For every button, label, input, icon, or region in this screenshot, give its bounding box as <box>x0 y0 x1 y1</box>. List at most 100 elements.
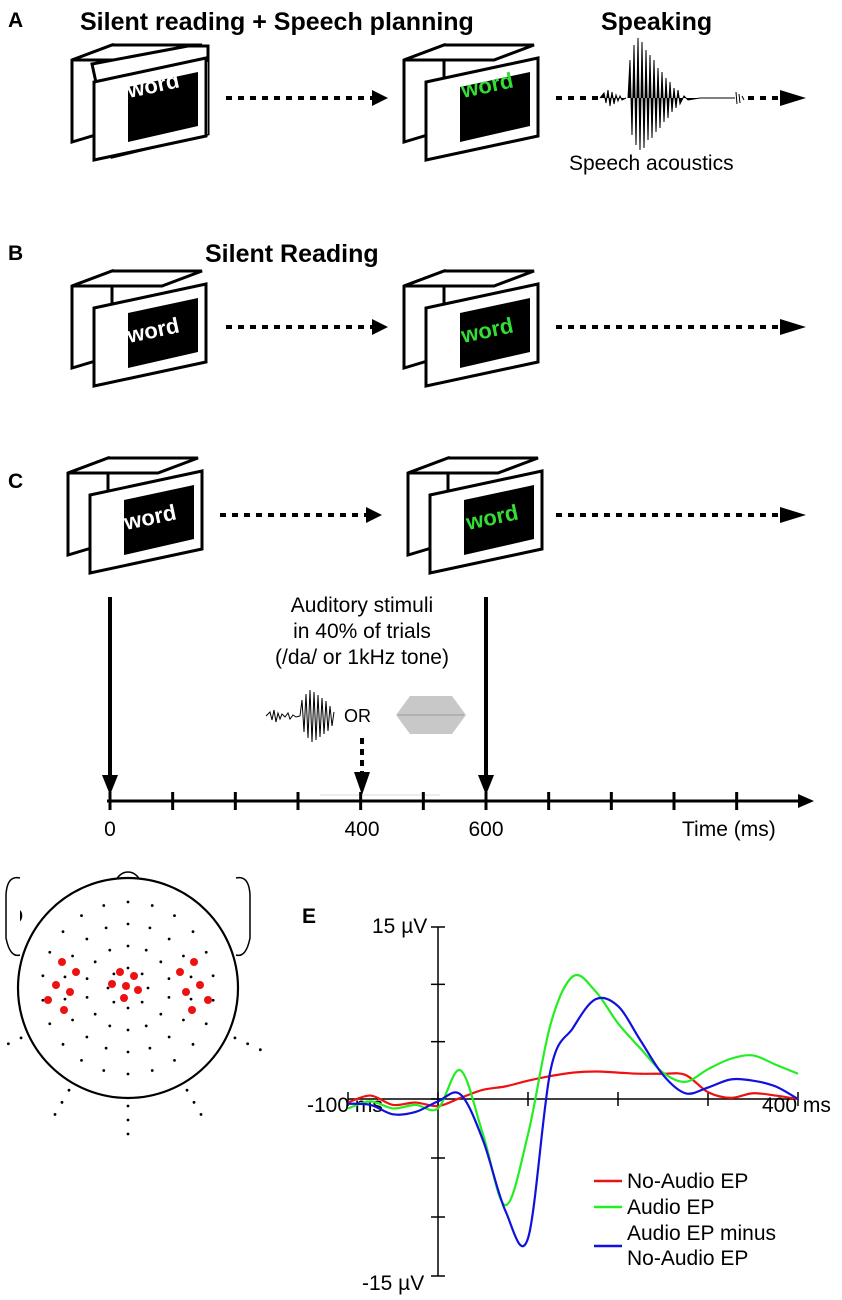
arrow-head <box>372 319 388 335</box>
electrode-dot <box>63 997 67 1001</box>
panel-a-heading-left: Silent reading + Speech planning <box>80 8 474 36</box>
highlighted-electrode <box>66 988 74 996</box>
electrode-dot <box>144 1024 148 1028</box>
electrode-dot <box>167 1035 171 1039</box>
electrode-dot <box>182 1018 185 1022</box>
panel-e-letter: E <box>302 905 316 928</box>
electrode-dot <box>48 1022 52 1026</box>
electrode-dot <box>140 1000 144 1004</box>
electrode-dot <box>126 944 130 948</box>
highlighted-electrode <box>204 996 212 1004</box>
electrode-dot <box>199 1113 203 1116</box>
electrode-dot <box>189 997 193 1001</box>
highlighted-electrode <box>116 968 124 976</box>
arrow-head <box>372 90 388 106</box>
monitor-icon <box>66 455 204 575</box>
panel-a: A Silent reading + Speech planning Speak… <box>8 8 806 175</box>
electrode-dot <box>189 975 193 979</box>
tick-label-0: 0 <box>104 818 116 841</box>
highlighted-electrode <box>58 958 66 966</box>
electrode-dot <box>93 1012 97 1016</box>
electrode-dot <box>106 986 110 990</box>
electrode-dot <box>80 914 83 918</box>
y-axis-bottom-label: -15 µV <box>362 1272 424 1295</box>
arrow-head <box>102 775 118 795</box>
electrode-dot <box>85 937 89 941</box>
electrode-dot <box>126 1006 130 1010</box>
electrode-dot <box>185 1088 189 1092</box>
tick-label-400: 400 <box>344 818 379 841</box>
monitor-icon <box>70 42 210 162</box>
electrode-dot <box>126 966 130 970</box>
electrode-dot <box>258 1048 262 1052</box>
highlighted-electrode <box>188 1006 196 1014</box>
axis-arrow-head <box>798 794 814 808</box>
legend-label-difference-2: No-Audio EP <box>627 1247 748 1270</box>
electrode-dot <box>126 900 130 904</box>
or-label: OR <box>344 706 371 726</box>
electrode-dot <box>204 1022 208 1026</box>
panel-a-letter: A <box>8 9 23 32</box>
highlighted-electrode <box>60 1006 68 1014</box>
da-waveform-icon <box>265 689 335 743</box>
legend-label-no-audio: No-Audio EP <box>627 1170 748 1193</box>
monitor-icon <box>406 455 544 575</box>
electrode-grid <box>6 900 262 1136</box>
electrode-dot <box>150 1069 154 1072</box>
highlighted-electrode <box>130 972 138 980</box>
electrode-dot <box>108 1024 112 1028</box>
electrode-dot <box>192 1100 196 1104</box>
time-ticks <box>108 792 739 810</box>
left-ear-icon <box>5 876 21 957</box>
electrode-dot <box>71 954 74 958</box>
electrode-dot <box>104 926 108 930</box>
electrode-dot <box>85 1035 89 1039</box>
electrode-dot <box>60 1100 64 1104</box>
highlighted-electrode <box>134 986 142 994</box>
arrow-head <box>478 775 494 795</box>
monitor-icon <box>402 42 540 162</box>
electrode-dot <box>204 950 208 954</box>
electrode-dot <box>211 998 215 1002</box>
electrode-dot <box>102 904 106 907</box>
highlighted-electrode <box>72 968 80 976</box>
highlighted-electrode <box>196 981 204 989</box>
highlighted-electrode <box>190 958 198 966</box>
electrode-dot <box>61 930 65 934</box>
panel-d: D <box>5 871 262 1136</box>
stimuli-text-line-1: Auditory stimuli <box>291 594 433 617</box>
tick-label-600: 600 <box>468 818 503 841</box>
electrode-dot <box>211 974 215 978</box>
legend-label-audio: Audio EP <box>627 1196 715 1219</box>
electrode-dot <box>126 1072 130 1076</box>
panel-e: E 15 µV -15 µV -100 ms 400 ms No-Audio E… <box>302 905 831 1295</box>
speech-acoustics-label: Speech acoustics <box>569 152 734 175</box>
electrode-dot <box>67 1088 71 1092</box>
electrode-dot <box>112 1000 116 1004</box>
electrode-dot <box>102 1069 106 1072</box>
highlighted-electrode <box>108 980 116 988</box>
electrode-dot <box>159 960 163 964</box>
electrode-dot <box>233 1036 237 1040</box>
highlighted-electrode <box>44 996 52 1004</box>
electrode-dot <box>53 1113 57 1116</box>
legend-label-difference-1: Audio EP minus <box>627 1222 776 1245</box>
electrode-dot <box>167 937 171 941</box>
electrode-dot <box>126 1050 130 1054</box>
electrode-dot <box>61 1042 65 1046</box>
highlighted-electrode <box>120 994 128 1002</box>
electrode-dot <box>126 1118 130 1122</box>
electrode-dot <box>167 977 171 981</box>
electrode-dot <box>126 1104 130 1108</box>
stimuli-text-line-2: in 40% of trials <box>293 620 431 643</box>
panel-b-letter: B <box>8 242 23 265</box>
highlighted-electrode <box>52 981 60 989</box>
arrow-head <box>354 772 370 795</box>
electrode-dot <box>126 922 130 926</box>
highlighted-electrode <box>122 982 130 990</box>
electrode-dot <box>191 930 195 934</box>
electrode-dot <box>246 1042 250 1046</box>
arrow-head <box>366 507 382 523</box>
electrode-dot <box>159 1012 163 1016</box>
electrode-dot <box>126 1028 130 1032</box>
